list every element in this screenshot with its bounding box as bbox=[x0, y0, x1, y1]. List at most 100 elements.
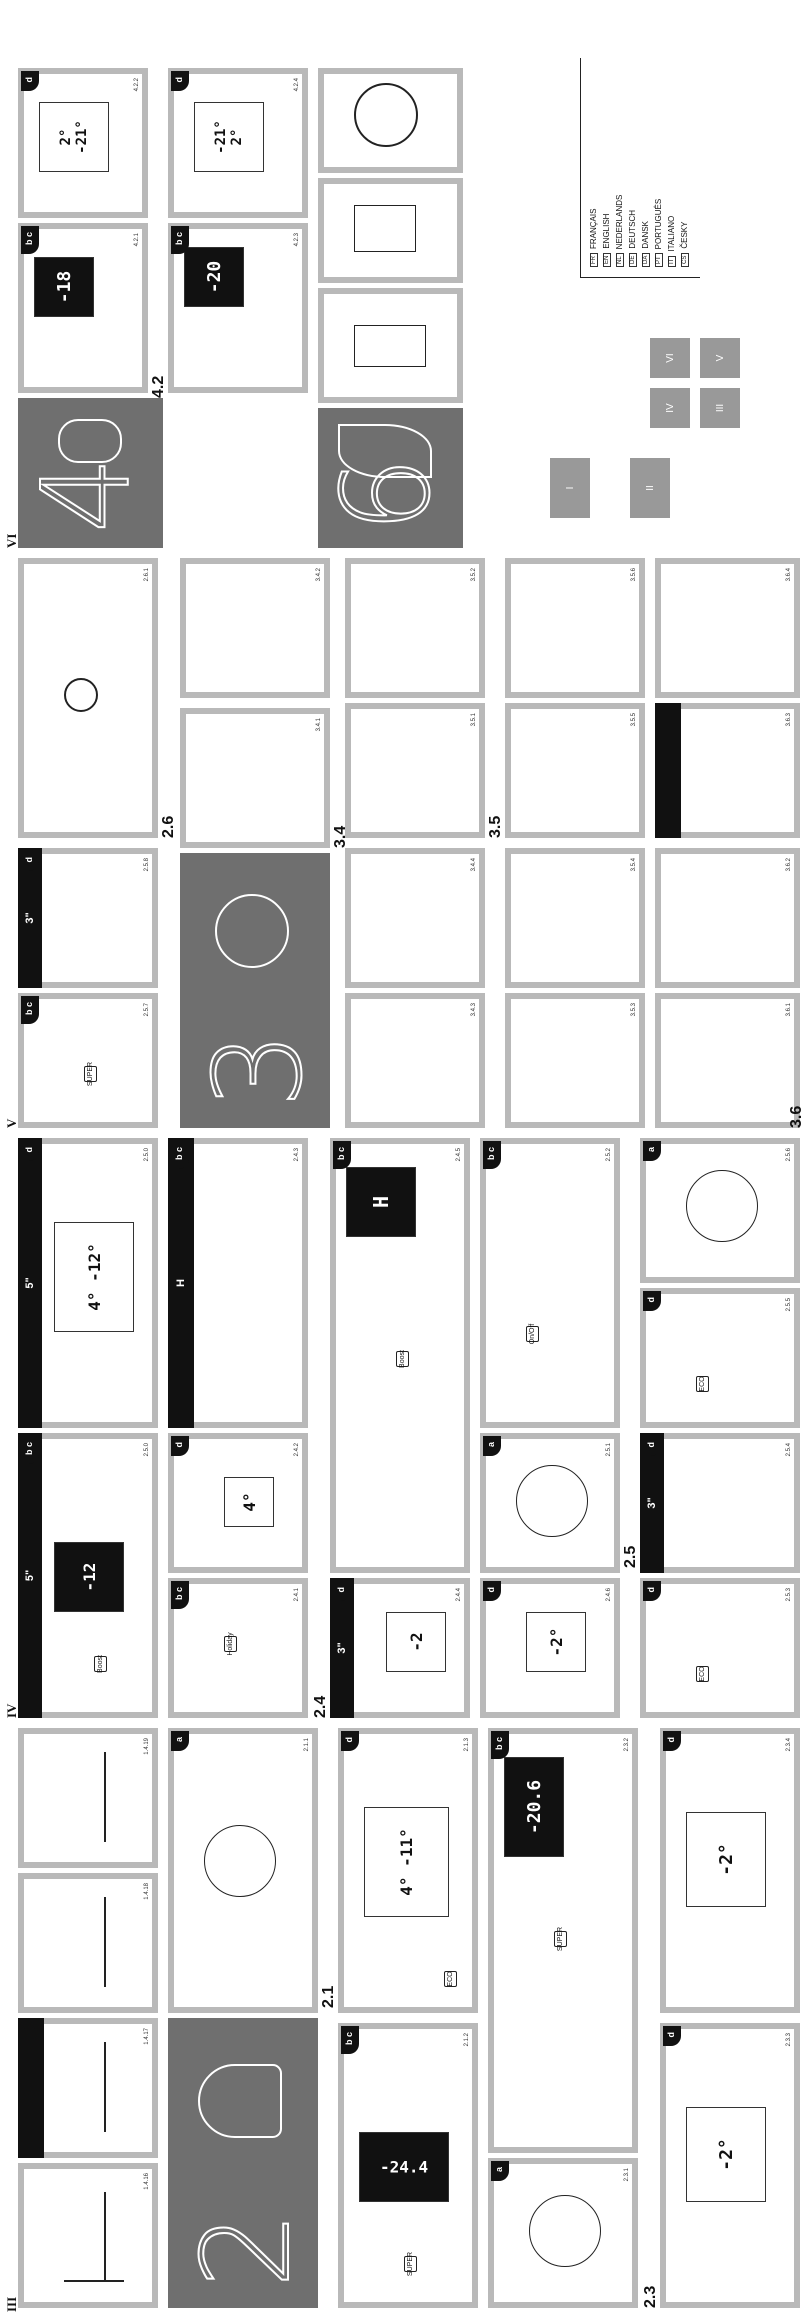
figure-code: 3.5.6 bbox=[631, 568, 637, 582]
figure-code: 4.2.2 bbox=[134, 78, 140, 92]
display-value: 4° -12° bbox=[54, 1222, 134, 1332]
badge: b c bbox=[171, 1581, 189, 1610]
figure-panel: 3.6.3 bbox=[655, 703, 800, 838]
figure-panel: -18 b c 4.2.1 bbox=[18, 223, 148, 393]
fridge-temp: 4° bbox=[397, 1876, 416, 1896]
figure-code: 4.2.1 bbox=[134, 233, 140, 247]
display-value: 4° -11° bbox=[364, 1807, 449, 1917]
onoff-button[interactable]: On/Off bbox=[526, 1324, 539, 1344]
figure-code: 3.5.3 bbox=[631, 1003, 637, 1017]
badge: b c bbox=[341, 2026, 359, 2055]
thermostat-dial bbox=[204, 1825, 276, 1897]
figure-code: 1.4.16 bbox=[144, 2173, 150, 2190]
figure-panel: 3.5.5 bbox=[505, 703, 645, 838]
booklet-page: III bbox=[700, 388, 740, 428]
figure-panel: -2° d 2.3.4 bbox=[660, 1728, 800, 2013]
badge: d bbox=[663, 2026, 681, 2047]
section-label: 3.6 bbox=[788, 1105, 805, 1128]
display-value: -2° bbox=[686, 1812, 766, 1907]
light-burst-icon bbox=[215, 894, 289, 968]
fridge-temp: 2° bbox=[58, 128, 74, 146]
boost-button[interactable]: Boost bbox=[396, 1350, 409, 1368]
screwdriver-band bbox=[18, 2018, 44, 2158]
figure-panel: a 2.5.6 bbox=[640, 1138, 800, 1283]
badge: b c bbox=[171, 1141, 189, 1170]
figure-code: 2.5.8 bbox=[144, 858, 150, 872]
chapter-number: 3 bbox=[189, 1031, 330, 1109]
figure-panel: 2° -21° d 4.2.2 bbox=[18, 68, 148, 218]
figure-code: 2.3.1 bbox=[624, 2168, 630, 2182]
eco-button[interactable]: ECO bbox=[696, 1666, 709, 1682]
figure-panel: 1.4.17 bbox=[18, 2018, 158, 2158]
figure-code: 3.6.2 bbox=[786, 858, 792, 872]
figure-panel: 1.4.16 bbox=[18, 2163, 158, 2308]
figure-code: 2.5.7 bbox=[144, 1003, 150, 1017]
figure-code: 2.6.1 bbox=[144, 568, 150, 582]
figure-panel: SUPER b c 2.5.7 bbox=[18, 993, 158, 1128]
freezer-temp: -21° bbox=[74, 120, 90, 154]
section-label: 2.1 bbox=[320, 1985, 337, 2008]
figure-panel: 3.6.2 bbox=[655, 848, 800, 988]
super-button[interactable]: SUPER bbox=[554, 1927, 567, 1951]
figure-panel bbox=[318, 68, 463, 173]
display-value: -20 bbox=[184, 247, 244, 307]
figure-panel: 3.5.3 bbox=[505, 993, 645, 1128]
eco-button[interactable]: ECO bbox=[696, 1376, 709, 1392]
badge: d bbox=[483, 1581, 501, 1602]
wrench-icon bbox=[58, 419, 122, 463]
figure-code: 3.4.4 bbox=[471, 858, 477, 872]
super-button[interactable]: SUPER bbox=[84, 1062, 97, 1086]
badge: d bbox=[171, 1436, 189, 1457]
thermostat-dial bbox=[529, 2195, 601, 2267]
booklet-page: VI bbox=[650, 338, 690, 378]
badge: a bbox=[483, 1436, 501, 1457]
figure-code: 2.5.2 bbox=[606, 1148, 612, 1162]
display-value: -18 bbox=[34, 257, 94, 317]
figure-panel: 3.6.1 bbox=[655, 993, 800, 1128]
figure-code: 2.5.0 bbox=[144, 1443, 150, 1457]
figure-code: 3.6.3 bbox=[786, 713, 792, 727]
figure-panel: 3.5.4 bbox=[505, 848, 645, 988]
figure-panel: -20 b c 4.2.3 bbox=[168, 223, 308, 393]
figure-code: 2.4.3 bbox=[294, 1148, 300, 1162]
fridge-temp: 2° bbox=[229, 128, 245, 146]
figure-panel: 3.4.3 bbox=[345, 993, 485, 1128]
eco-button[interactable]: ECO bbox=[444, 1971, 457, 1987]
power-icon bbox=[64, 678, 98, 712]
timer-band: 5" bbox=[18, 1433, 42, 1718]
figure-panel: -20.6 SUPER b c 2.3.2 bbox=[488, 1728, 638, 2153]
booklet-page: IV bbox=[650, 388, 690, 428]
figure-code: 3.4.3 bbox=[471, 1003, 477, 1017]
figure-code: 2.5.1 bbox=[606, 1443, 612, 1457]
display-value: -24.4 bbox=[359, 2132, 449, 2202]
figure-panel: H b c 2.4.3 bbox=[168, 1138, 308, 1428]
figure-code: 3.6.1 bbox=[786, 1003, 792, 1017]
figure-panel: 2.6.1 bbox=[18, 558, 158, 838]
figure-panel: 3.4.1 bbox=[180, 708, 330, 848]
holiday-button[interactable]: Holiday bbox=[224, 1632, 237, 1656]
figure-code: 2.4.5 bbox=[456, 1148, 462, 1162]
figure-code: 3.4.1 bbox=[316, 718, 322, 732]
figure-panel: -2° d 2.4.6 bbox=[480, 1578, 620, 1718]
super-button[interactable]: SUPER bbox=[404, 2252, 417, 2276]
figure-code: 4.2.4 bbox=[294, 78, 300, 92]
figure-code: 2.3.3 bbox=[786, 2033, 792, 2047]
figure-code: 2.1.3 bbox=[464, 1738, 470, 1752]
figure-code: 2.3.4 bbox=[786, 1738, 792, 1752]
figure-panel: 3" d 2.5.8 bbox=[18, 848, 158, 988]
dark-band bbox=[655, 703, 681, 838]
thermostat-dial bbox=[686, 1170, 758, 1242]
boost-button[interactable]: Boost bbox=[94, 1655, 107, 1673]
badge: d bbox=[341, 1731, 359, 1752]
display-band: H bbox=[168, 1138, 194, 1428]
chapter-6-block: 6 bbox=[317, 408, 463, 548]
badge: b c bbox=[171, 226, 189, 255]
eco-fridge-icon bbox=[354, 325, 426, 367]
figure-panel: a 2.3.1 bbox=[488, 2158, 638, 2308]
section-label: 2.6 bbox=[160, 815, 177, 838]
